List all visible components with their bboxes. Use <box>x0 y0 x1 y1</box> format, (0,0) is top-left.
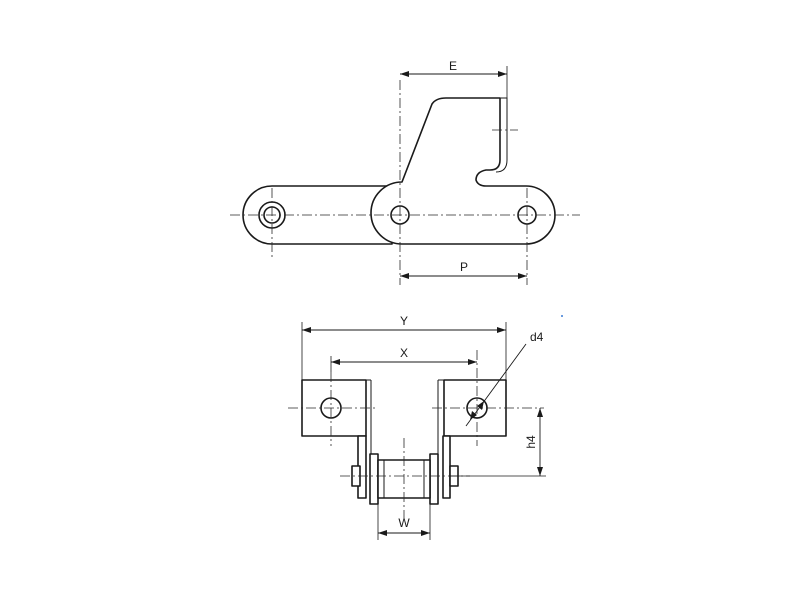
dimension-h4: h4 <box>450 408 546 477</box>
attachment-wing-edge <box>495 97 508 173</box>
dimension-w: W <box>377 498 431 540</box>
dimension-h4-label: h4 <box>524 435 538 449</box>
dimension-y: Y <box>301 314 507 380</box>
dimension-x: X <box>330 346 477 372</box>
dimension-e: E <box>400 59 508 98</box>
dimension-d4: d4 <box>465 330 544 427</box>
dimension-p: P <box>400 260 527 279</box>
attachment-plate <box>370 97 556 245</box>
marker-dot <box>561 315 563 317</box>
left-inner-plate <box>369 453 379 505</box>
right-link-plate <box>442 435 451 499</box>
dimension-w-label: W <box>398 516 410 530</box>
right-inner-plate <box>429 453 439 505</box>
plan-view: Y X d4 h4 <box>288 314 546 540</box>
dimension-y-label: Y <box>400 314 408 328</box>
dimension-x-label: X <box>400 346 408 360</box>
inner-link-plate <box>242 185 393 245</box>
dimension-e-label: E <box>449 59 457 73</box>
dimension-d4-label: d4 <box>530 330 544 344</box>
dimension-p-label: P <box>460 260 468 274</box>
side-view: E P <box>230 59 580 285</box>
